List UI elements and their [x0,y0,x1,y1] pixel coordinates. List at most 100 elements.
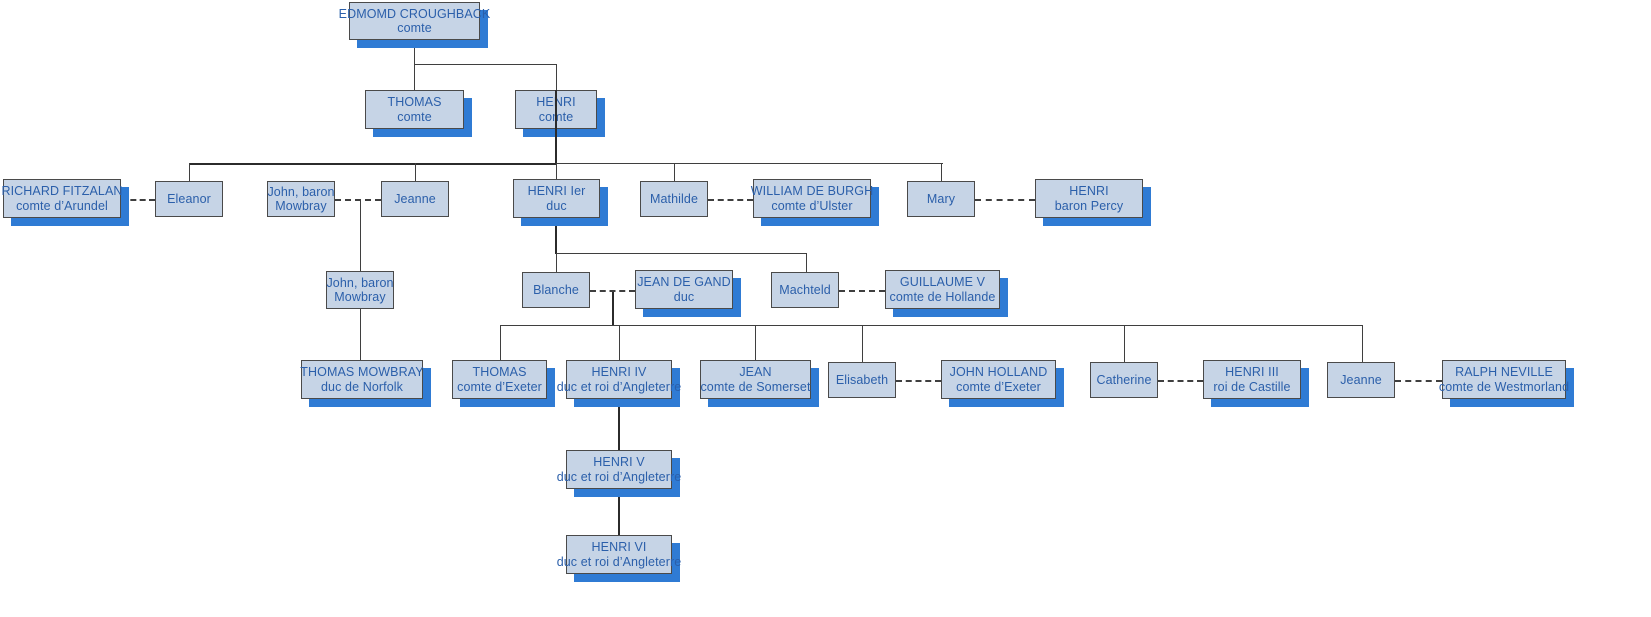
person-node-jeanne-2[interactable]: Jeanne [1327,362,1395,398]
connector-to-henri-comte [556,64,557,90]
person-name: JEAN [739,365,772,379]
person-name: HENRI III [1225,365,1279,379]
connector-henri-comte-down [555,90,557,163]
person-name: THOMAS MOWBRAY [300,365,424,379]
marriage-link [121,199,155,201]
person-name: Machteld [779,282,831,297]
connector-gen4-bus [500,325,1362,326]
connector-edmond-down [414,40,415,64]
person-title: duc et roi d’Angleterre [556,469,682,484]
person-node-jeanne-1[interactable]: Jeanne [381,181,449,217]
connector-to-thomas-exeter [500,325,501,360]
person-name: WILLIAM DE BURGH [750,184,874,198]
connector-henri-iv-to-v [618,399,620,450]
person-name: JOHN HOLLAND [949,365,1048,379]
person-node-elisabeth[interactable]: Elisabeth [828,362,896,398]
connector-gen2-bus-right [556,163,943,164]
connector-to-henri-iv [619,325,620,360]
person-node-catherine[interactable]: Catherine [1090,362,1158,398]
person-node-eleanor[interactable]: Eleanor [155,181,223,217]
marriage-link [335,199,381,201]
person-title: duc [546,198,567,213]
connector-to-catherine [1124,325,1125,362]
connector-to-jean-somerset [755,325,756,360]
connector-to-mathilde [674,163,675,181]
person-name: Jeanne [1340,372,1382,387]
person-node-mary[interactable]: Mary [907,181,975,217]
person-title: duc et roi d’Angleterre [556,379,682,394]
person-name: HENRI V [593,455,645,469]
marriage-link [1395,380,1442,382]
person-title: duc de Norfolk [321,379,403,394]
connector-to-henri-ier [556,163,557,179]
person-title: roi de Castille [1213,379,1291,394]
person-title: comte de Somerset [700,379,811,394]
marriage-link [708,199,753,201]
person-name: Jeanne [394,191,436,206]
person-name: HENRI IV [591,365,647,379]
person-title: comte de Hollande [889,289,996,304]
connector-blanche-jean-down [612,290,614,326]
person-name: THOMAS [387,95,442,109]
connector-gen3-bus [556,253,807,254]
person-node-mathilde[interactable]: Mathilde [640,181,708,217]
person-title: comte [397,109,432,124]
connector-to-thomas-comte [414,64,415,90]
person-title: Mowbray [334,290,386,304]
person-title: comte de Westmorland [1438,379,1570,394]
person-name: RICHARD FITZALAN [1,184,123,198]
person-title: Mowbray [275,199,327,213]
person-name: Mary [926,191,956,206]
person-title: comte d’Exeter [956,379,1041,394]
connector-to-machteld [806,253,807,272]
person-title: comte [397,21,432,35]
person-name: HENRI Ier [527,184,586,198]
node-box: Eleanor [155,181,223,217]
person-name: John, baron [267,184,335,199]
person-node-machteld[interactable]: Machteld [771,272,839,308]
node-box: Jeanne [381,181,449,217]
person-name: HENRI VI [591,540,647,554]
connector-to-elisabeth [862,325,863,362]
person-title: comte d’Exeter [457,379,542,394]
person-node-blanche[interactable]: Blanche [522,272,590,308]
person-name: Blanche [533,282,579,297]
person-title: comte d’Arundel [16,198,108,213]
person-title: duc et roi d’Angleterre [556,554,682,569]
node-box: Machteld [771,272,839,308]
connector-to-blanche [556,253,557,272]
